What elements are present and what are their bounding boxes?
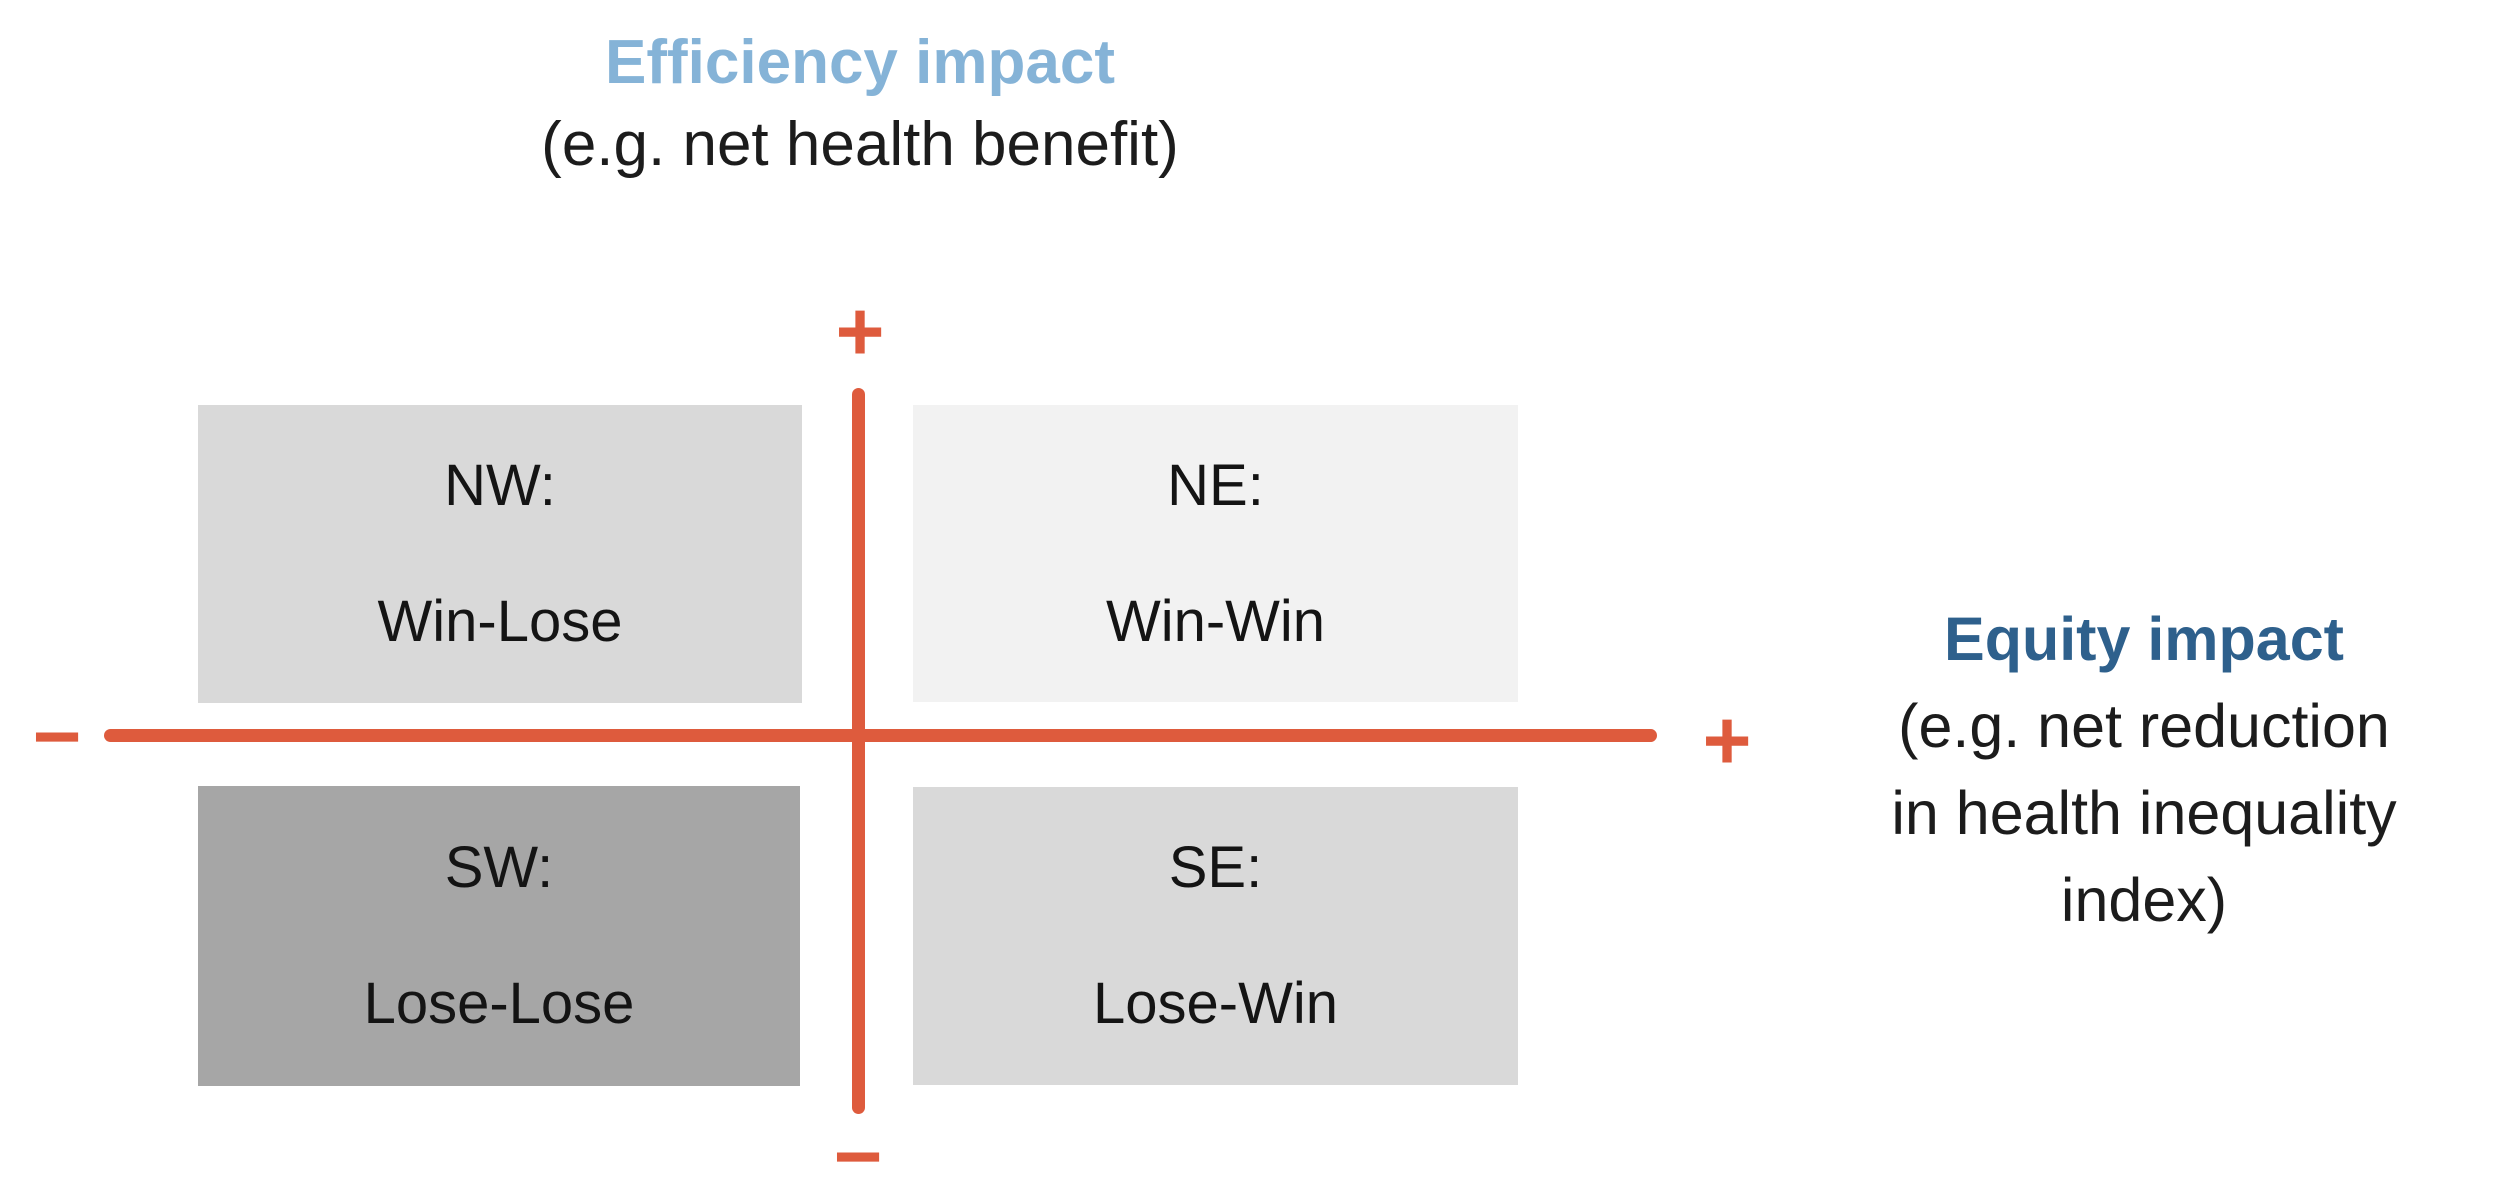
- quadrant-sw-lose-lose: SW: Lose-Lose: [198, 786, 800, 1086]
- quadrant-se-lose-win: SE: Lose-Win: [913, 787, 1518, 1085]
- horizontal-axis-subtitle-line-1: (e.g. net reduction: [1898, 692, 2390, 760]
- horizontal-axis-title: Equity impact: [1944, 605, 2344, 673]
- vertical-axis-label: Efficiency impact (e.g. net health benef…: [380, 22, 1340, 186]
- horizontal-axis-subtitle-line-3: index): [2060, 866, 2228, 934]
- vertical-axis-title: Efficiency impact: [605, 28, 1115, 97]
- quadrant-nw-label: NW:: [444, 453, 556, 518]
- quadrant-sw-label: SW:: [444, 835, 554, 900]
- quadrant-ne-outcome: Win-Win: [1105, 588, 1326, 654]
- quadrant-nw-win-lose: NW: Win-Lose: [198, 405, 802, 703]
- horizontal-axis-positive-marker: +: [1702, 693, 1752, 787]
- quadrant-ne-label: NE:: [1167, 452, 1264, 518]
- vertical-axis-line: [852, 388, 865, 1114]
- horizontal-axis-label: Equity impact (e.g. net reduction in hea…: [1795, 596, 2493, 944]
- quadrant-se-outcome: Lose-Win: [1093, 971, 1338, 1036]
- vertical-axis-positive-marker: +: [835, 284, 885, 378]
- vertical-axis-negative-marker: −: [833, 1109, 883, 1202]
- horizontal-axis-line: [104, 729, 1657, 742]
- horizontal-axis-negative-marker: −: [32, 689, 82, 783]
- quadrant-nw-outcome: Win-Lose: [377, 589, 623, 654]
- quadrant-ne-win-win: NE: Win-Win: [913, 405, 1518, 702]
- quadrant-sw-outcome: Lose-Lose: [363, 971, 635, 1036]
- vertical-axis-subtitle: (e.g. net health benefit): [541, 110, 1179, 179]
- quadrant-se-label: SE:: [1168, 835, 1263, 900]
- horizontal-axis-subtitle-line-2: in health inequality: [1891, 779, 2397, 847]
